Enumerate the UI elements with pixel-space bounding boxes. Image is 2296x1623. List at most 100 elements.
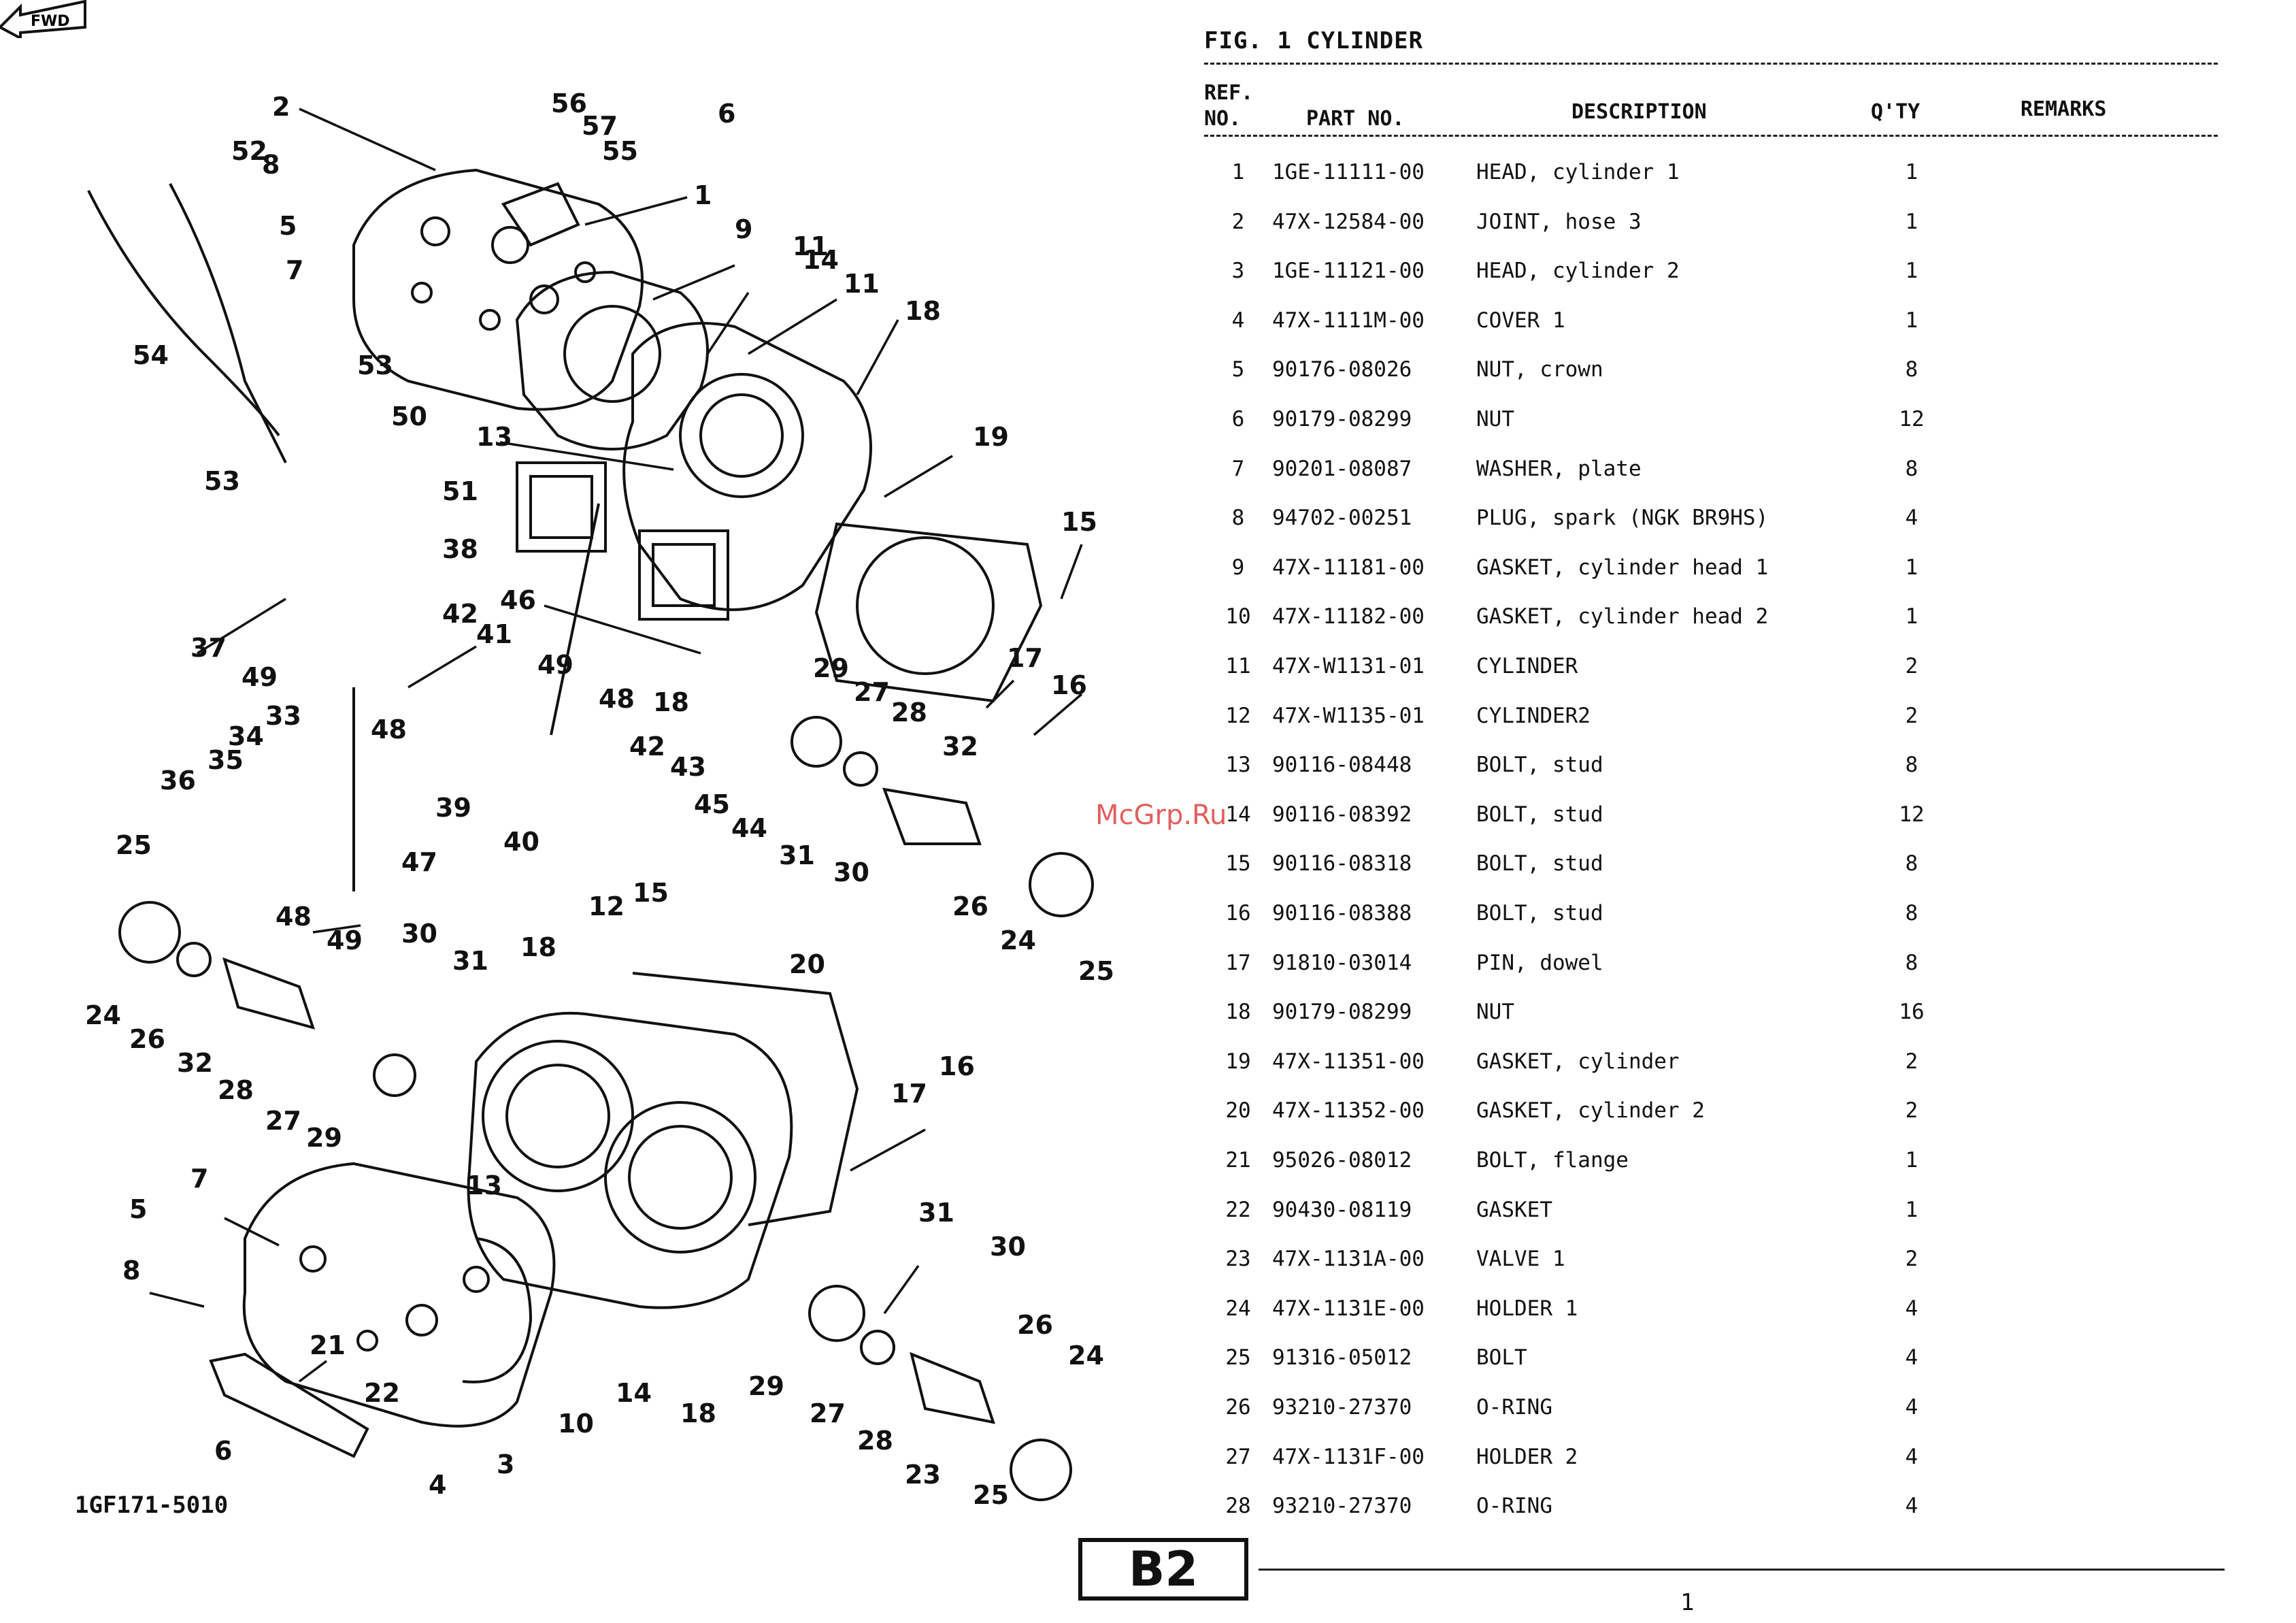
qty-cell: 4	[1905, 1444, 1918, 1469]
callout-label: 15	[1061, 507, 1097, 537]
cylinder-gasket-upper	[814, 522, 1043, 703]
callout-label: 46	[500, 585, 536, 615]
qty-cell: 4	[1905, 1345, 1918, 1371]
part-no-cell: 47X-W1131-01	[1272, 654, 1425, 678]
description-cell: PLUG, spark (NGK BR9HS)	[1476, 506, 1769, 531]
callout-label: 11	[793, 231, 829, 261]
col-description: DESCRIPTION	[1571, 100, 1707, 124]
description-cell: HOLDER 1	[1476, 1296, 1578, 1321]
callout-label: 8	[122, 1256, 140, 1285]
callout-label: 24	[1068, 1341, 1104, 1371]
qty-cell: 8	[1905, 357, 1918, 382]
watermark: McGrp.Ru	[1095, 800, 1227, 831]
qty-cell: 1	[1905, 1148, 1918, 1173]
part-no-cell: 1GE-11121-00	[1272, 259, 1425, 284]
callout-label: 3	[497, 1449, 514, 1479]
callout-label: 55	[602, 136, 638, 166]
callout-label: 30	[833, 857, 869, 887]
ref-cell: 1	[1231, 160, 1245, 184]
ref-cell: 19	[1225, 1049, 1251, 1074]
fwd-arrow-icon: FWD	[0, 0, 86, 38]
description-cell: GASKET	[1476, 1197, 1552, 1222]
qty-cell: 1	[1905, 259, 1918, 284]
description-cell: NUT	[1476, 1000, 1514, 1025]
callout-label: 48	[599, 684, 635, 714]
description-cell: BOLT	[1476, 1345, 1527, 1371]
callout-label: 12	[588, 891, 625, 921]
callout-label: 42	[629, 732, 665, 761]
header-rule-bottom	[1204, 135, 2218, 137]
callout-label: 28	[891, 698, 927, 727]
callout-label: 48	[276, 902, 312, 932]
part-no-cell: 47X-11352-00	[1272, 1098, 1425, 1124]
callout-label: 32	[942, 732, 978, 761]
callout-label: 42	[442, 599, 478, 629]
callout-label: 29	[306, 1123, 342, 1153]
description-cell: HOLDER 2	[1476, 1444, 1578, 1469]
qty-cell: 4	[1905, 1494, 1918, 1519]
description-cell: O-RING	[1476, 1494, 1552, 1519]
callout-label: 33	[265, 701, 301, 731]
callout-label: 31	[452, 946, 488, 976]
description-cell: WASHER, plate	[1476, 456, 1642, 481]
page-number: 1	[1680, 1589, 1695, 1616]
ref-cell: 18	[1225, 1000, 1251, 1025]
callout-label: 52	[231, 136, 267, 166]
description-cell: HEAD, cylinder 1	[1476, 160, 1680, 184]
description-cell: CYLINDER2	[1476, 703, 1591, 728]
part-no-cell: 47X-1111M-00	[1272, 308, 1425, 333]
callout-label: 53	[204, 466, 240, 496]
ref-cell: 13	[1225, 753, 1251, 778]
part-no-cell: 90116-08448	[1272, 753, 1412, 778]
qty-cell: 1	[1905, 604, 1918, 629]
ref-cell: 4	[1231, 308, 1245, 333]
ref-cell: 27	[1225, 1444, 1251, 1469]
callout-label: 53	[357, 350, 393, 380]
qty-cell: 4	[1905, 506, 1918, 531]
description-cell: BOLT, flange	[1476, 1148, 1629, 1173]
valve-cables	[87, 183, 287, 463]
ref-cell: 10	[1225, 604, 1251, 629]
qty-cell: 2	[1905, 1098, 1918, 1124]
ref-cell: 28	[1225, 1494, 1251, 1519]
qty-cell: 1	[1905, 308, 1918, 333]
ref-cell: 25	[1225, 1345, 1251, 1371]
ref-cell: 9	[1231, 555, 1245, 580]
col-ref: REF. NO.	[1204, 80, 1253, 132]
callout-label: 27	[265, 1106, 301, 1136]
callout-label: 25	[1078, 956, 1114, 986]
valve-holder-left	[118, 901, 416, 1097]
callout-label: 18	[520, 932, 556, 962]
description-cell: JOINT, hose 3	[1476, 209, 1642, 234]
ref-cell: 22	[1225, 1197, 1251, 1222]
cylinder-head-lower	[242, 1162, 556, 1428]
cover-plate	[209, 1352, 369, 1458]
callout-label: 39	[435, 793, 471, 823]
callout-label: 56	[551, 88, 587, 118]
callout-label: 49	[242, 662, 278, 692]
description-cell: VALVE 1	[1476, 1247, 1565, 1272]
description-cell: GASKET, cylinder head 2	[1476, 604, 1769, 629]
callout-label: 7	[190, 1164, 208, 1194]
col-part-no: PART NO.	[1306, 107, 1405, 131]
callout-label: 24	[1000, 925, 1036, 955]
description-cell: NUT, crown	[1476, 357, 1603, 382]
description-cell: BOLT, stud	[1476, 851, 1603, 876]
ref-cell: 17	[1225, 950, 1251, 975]
part-no-cell: 94702-00251	[1272, 506, 1412, 531]
callout-label: 28	[218, 1075, 254, 1105]
